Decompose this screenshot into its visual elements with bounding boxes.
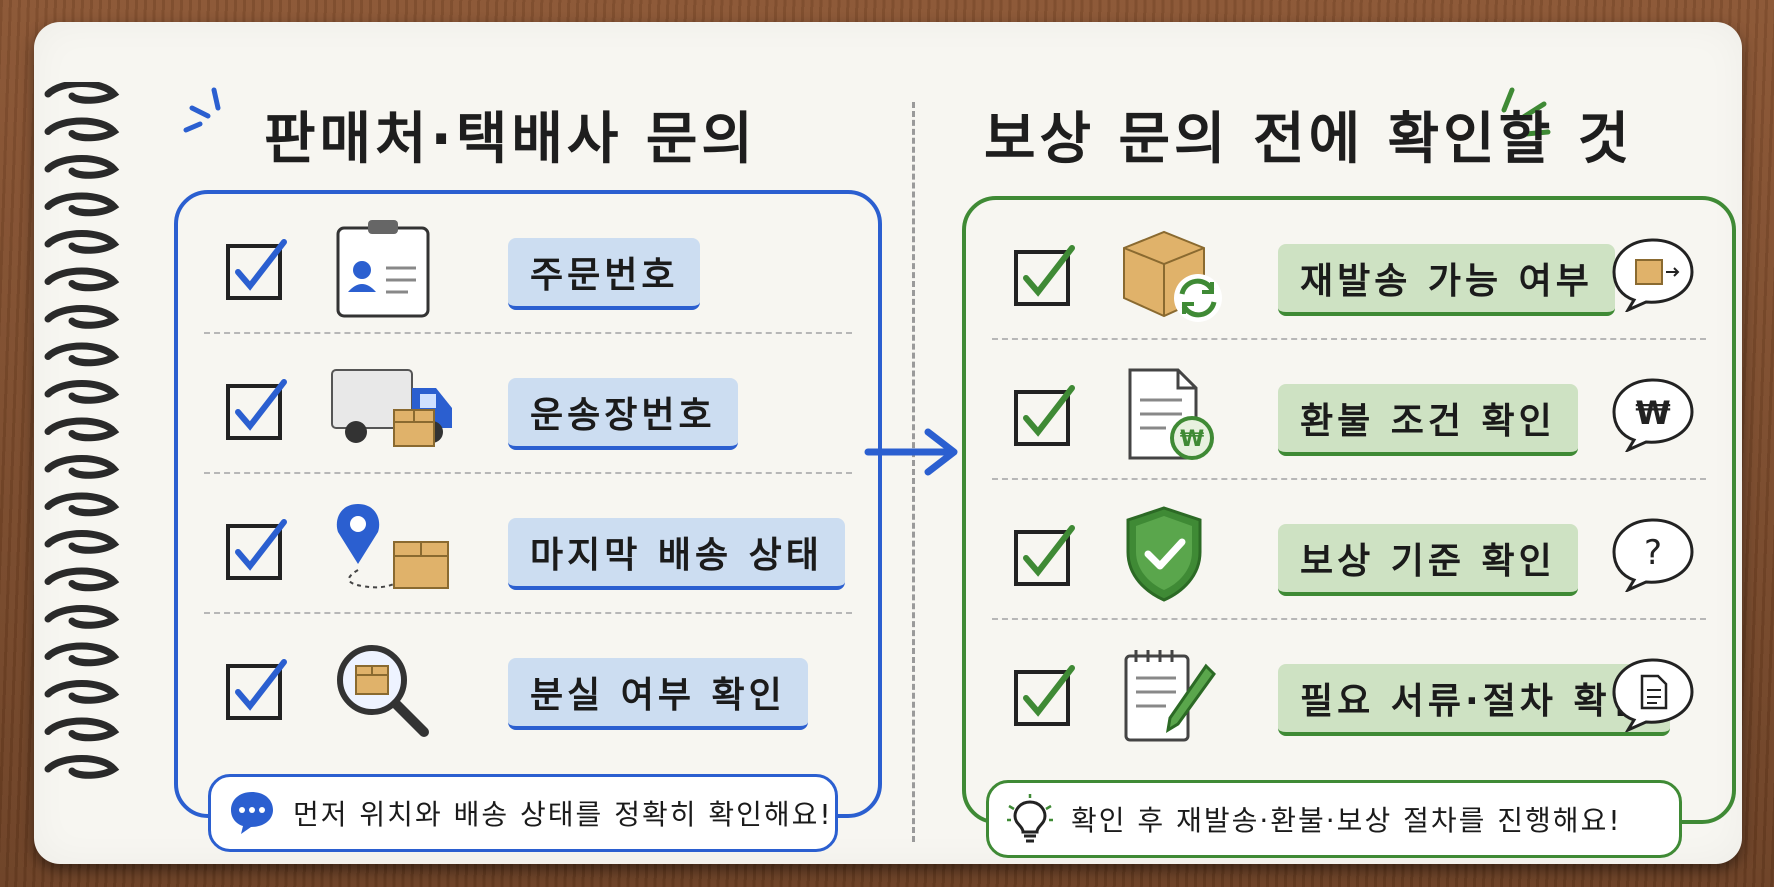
- spiral-ring: [44, 455, 120, 479]
- list-item: 분실 여부 확인: [178, 614, 878, 754]
- spiral-ring: [44, 117, 120, 142]
- list-item: 필요 서류·절차 확인: [966, 620, 1732, 760]
- spiral-ring: [44, 305, 120, 329]
- notepad-pen-icon: [1124, 650, 1216, 742]
- order-number-label: 주문번호: [508, 238, 701, 310]
- bubble-text: ₩: [1635, 394, 1670, 432]
- checkbox-checked-icon: [1014, 525, 1075, 586]
- seller-courier-panel: 주문번호 운송장번호: [174, 190, 882, 852]
- spiral-ring: [44, 192, 120, 217]
- location-pin-icon: [336, 504, 449, 589]
- spiral-binding: [44, 82, 120, 779]
- question-bubble-icon: ?: [1612, 518, 1694, 592]
- green-sparkle-icon: [1501, 87, 1551, 137]
- box-refresh-icon: [1123, 230, 1222, 322]
- right-tip-note: 확인 후 재발송·환불·보상 절차를 진행해요!: [986, 780, 1682, 858]
- center-divider: [912, 102, 915, 842]
- spiral-ring: [44, 267, 120, 292]
- spiral-ring: [44, 605, 120, 629]
- spiral-ring: [44, 755, 120, 779]
- chat-bubble-icon: [231, 792, 273, 834]
- box-arrow-bubble-icon: [1612, 238, 1694, 312]
- document-won-icon: ₩: [1128, 368, 1214, 460]
- documents-procedure-label: 필요 서류·절차 확인: [1278, 664, 1670, 736]
- spiral-ring: [44, 342, 120, 367]
- left-title: 판매처·택배사 문의: [264, 107, 757, 172]
- checkbox-checked-icon: [226, 519, 287, 580]
- checkbox-checked-icon: [226, 239, 287, 300]
- left-tip-text: 먼저 위치와 배송 상태를 정확히 확인해요!: [293, 798, 833, 831]
- tracking-number-label: 운송장번호: [508, 378, 738, 450]
- spiral-ring: [44, 492, 120, 517]
- checkbox-checked-icon: [226, 659, 287, 720]
- spiral-ring: [44, 642, 120, 667]
- document-bubble-icon: [1612, 658, 1694, 732]
- checkbox-checked-icon: [226, 379, 287, 440]
- right-arrow-icon: [864, 428, 958, 476]
- compensation-criteria-label: 보상 기준 확인: [1278, 524, 1578, 596]
- magnifier-box-icon: [337, 645, 429, 737]
- list-item: 보상 기준 확인 ?: [966, 480, 1732, 620]
- notebook-page: 판매처·택배사 문의 보상 문의 전에 확인할 것 주문번호: [34, 22, 1742, 864]
- right-title: 보상 문의 전에 확인할 것: [984, 107, 1634, 172]
- spiral-ring: [44, 717, 120, 742]
- checkbox-checked-icon: [1014, 665, 1075, 726]
- order-clipboard-icon: [336, 220, 430, 318]
- lightbulb-icon: [1007, 794, 1053, 843]
- list-item: ₩ 환불 조건 확인 ₩: [966, 340, 1732, 480]
- checkbox-checked-icon: [1014, 245, 1075, 306]
- spiral-ring: [44, 680, 120, 704]
- list-item: 재발송 가능 여부: [966, 200, 1732, 340]
- spiral-ring: [44, 230, 120, 254]
- delivery-truck-icon: [331, 369, 452, 447]
- list-item: 마지막 배송 상태: [178, 474, 878, 614]
- refund-condition-label: 환불 조건 확인: [1278, 384, 1578, 456]
- spiral-ring: [44, 380, 120, 404]
- list-item: 운송장번호: [178, 334, 878, 474]
- spiral-ring: [44, 417, 120, 442]
- compensation-panel: 재발송 가능 여부 ₩ 환불 조건 확인: [962, 196, 1736, 858]
- svg-text:₩: ₩: [1180, 427, 1204, 452]
- left-tip-note: 먼저 위치와 배송 상태를 정확히 확인해요!: [208, 774, 838, 852]
- list-item: 주문번호: [178, 194, 878, 334]
- right-tip-text: 확인 후 재발송·환불·보상 절차를 진행해요!: [1071, 804, 1622, 837]
- bubble-text: ?: [1644, 533, 1662, 573]
- spiral-ring: [44, 155, 120, 179]
- last-delivery-status-label: 마지막 배송 상태: [508, 518, 845, 590]
- spiral-ring: [44, 567, 120, 592]
- won-bubble-icon: ₩: [1612, 378, 1694, 452]
- loss-check-label: 분실 여부 확인: [508, 658, 808, 730]
- spiral-ring: [44, 82, 120, 104]
- blue-sparkle-icon: [183, 87, 221, 133]
- shield-check-icon: [1126, 506, 1202, 602]
- checkbox-checked-icon: [1014, 385, 1075, 446]
- resend-availability-label: 재발송 가능 여부: [1278, 244, 1615, 316]
- spiral-ring: [44, 530, 120, 554]
